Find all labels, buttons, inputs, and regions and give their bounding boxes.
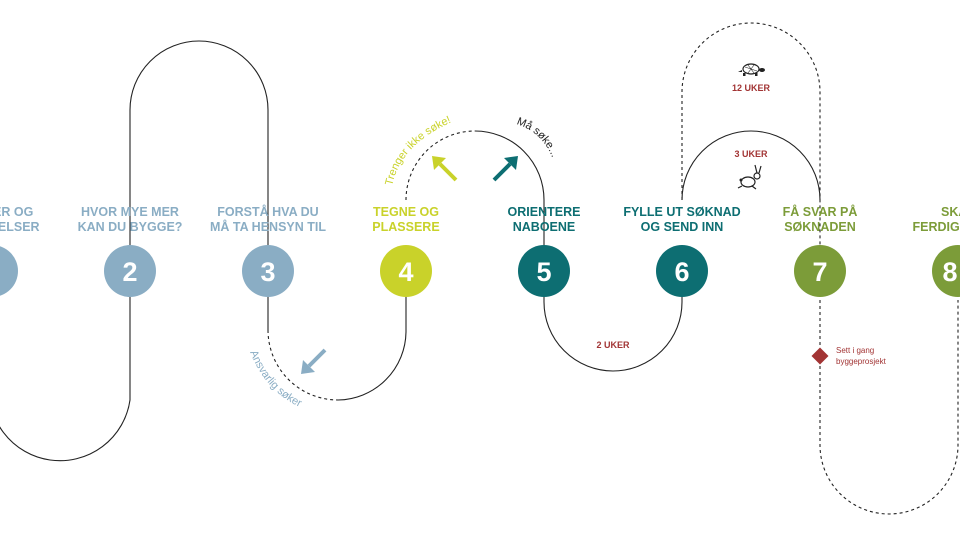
step-5-title-line1: ORIENTERE — [508, 205, 581, 219]
milestone-note-line1: Sett i gang — [836, 346, 874, 355]
step-6: FYLLE UT SØKNAD OG SEND INN 6 — [623, 205, 741, 297]
step-5-title-line2: NABOENE — [513, 220, 576, 234]
step-1: KJENNER OG REGLEMELSER — [0, 205, 40, 296]
process-path — [0, 22, 959, 515]
turtle-icon — [738, 63, 765, 76]
ansvarlig-soker-text: Ansvarlig søker — [247, 349, 304, 410]
step-3-title-line2: MÅ TA HENSYN TIL — [210, 219, 326, 234]
path-segment-7-8-dashed — [819, 300, 959, 515]
step-7: FÅ SVAR PÅ SØKNADEN 7 — [783, 204, 858, 297]
step-7-title-line2: SØKNADEN — [784, 220, 856, 234]
step-8-number: 8 — [942, 257, 957, 287]
step-8: SKAL FERDIGMELDE 8 — [913, 205, 960, 297]
arrow-down-left-icon — [301, 348, 327, 374]
rabbit-icon — [737, 164, 762, 190]
step-8-title-line2: FERDIGMELDE — [913, 220, 960, 234]
ma-soke-label: Må søke... — [515, 116, 560, 159]
step-5-circle — [518, 245, 570, 297]
step-2: HVOR MYE MER KAN DU BYGGE? 2 — [78, 205, 183, 297]
step-6-circle — [656, 245, 708, 297]
path-segment-6-7-short — [681, 130, 821, 201]
step-8-circle — [932, 245, 960, 297]
path-segment-6-7-long — [681, 22, 821, 270]
step-7-number: 7 — [812, 257, 827, 287]
duration-12-weeks: 12 UKER — [732, 83, 771, 93]
path-segment-4-5-dashed — [405, 130, 476, 201]
trenger-ikke-text: Trenger ikke søke! — [383, 114, 452, 187]
path-segment-3-4-dashed — [267, 329, 339, 401]
duration-3-weeks: 3 UKER — [734, 149, 768, 159]
step-1-circle — [0, 246, 18, 296]
step-8-title-line1: SKAL — [941, 205, 960, 219]
step-3-title-line1: FORSTÅ HVA DU — [217, 204, 318, 219]
step-1-title-line2: REGLEMELSER — [0, 220, 40, 234]
trenger-ikke-label: Trenger ikke søke! — [383, 114, 452, 187]
step-7-circle — [794, 245, 846, 297]
step-6-number: 6 — [674, 257, 689, 287]
ansvarlig-soker-label: Ansvarlig søker — [247, 349, 304, 410]
step-6-title-line2: OG SEND INN — [641, 220, 724, 234]
step-4-title-line1: TEGNE OG — [373, 205, 439, 219]
path-segment-4-5 — [474, 130, 545, 270]
milestone-note-line2: byggeprosjekt — [836, 357, 887, 366]
step-2-title-line1: HVOR MYE MER — [81, 205, 179, 219]
step-3: FORSTÅ HVA DU MÅ TA HENSYN TIL 3 — [210, 204, 326, 297]
ma-soke-text: Må søke... — [515, 116, 560, 159]
step-2-number: 2 — [122, 257, 137, 287]
step-4-title-line2: PLASSERE — [372, 220, 439, 234]
step-2-circle — [104, 245, 156, 297]
path-segment-3-4 — [337, 270, 407, 401]
step-3-circle — [242, 245, 294, 297]
path-segment-2-3 — [129, 40, 269, 270]
path-segment-1-2 — [0, 270, 131, 462]
step-7-title-line1: FÅ SVAR PÅ — [783, 204, 858, 219]
path-segment-5-6 — [543, 270, 683, 372]
step-4-circle — [380, 245, 432, 297]
duration-2-weeks: 2 UKER — [596, 340, 630, 350]
step-4: TEGNE OG PLASSERE 4 — [372, 205, 440, 297]
step-1-title-line1: KJENNER OG — [0, 205, 33, 219]
step-3-number: 3 — [260, 257, 275, 287]
step-5-number: 5 — [536, 257, 551, 287]
diamond-marker-icon — [811, 347, 829, 365]
step-2-title-line2: KAN DU BYGGE? — [78, 220, 183, 234]
arrow-up-right-icon — [492, 156, 518, 182]
step-6-title-line1: FYLLE UT SØKNAD — [623, 205, 740, 219]
step-5: ORIENTERE NABOENE 5 — [508, 205, 581, 297]
arrow-up-left-icon — [432, 156, 458, 182]
step-4-number: 4 — [398, 257, 413, 287]
